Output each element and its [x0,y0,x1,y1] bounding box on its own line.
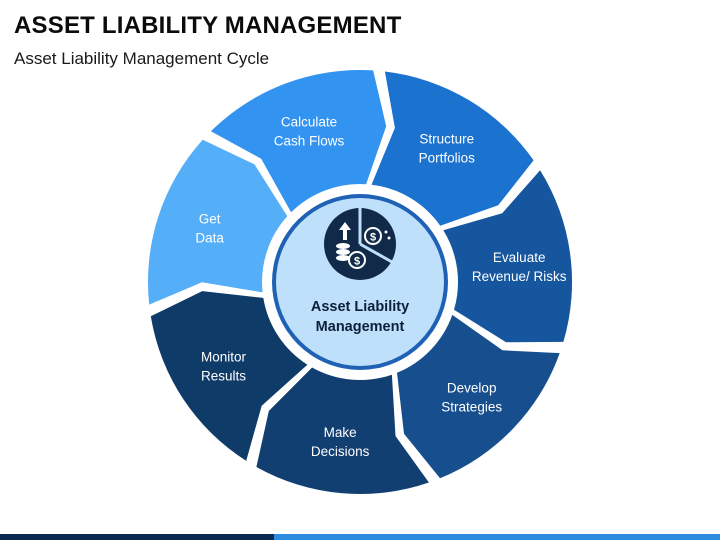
footer-bar-dark [0,534,274,540]
cycle-segments [147,69,573,495]
segment-label-line2: Data [195,230,224,245]
segment-label-line2: Results [201,368,246,383]
segment-label-line1: Make [324,425,357,440]
footer-bar [0,534,720,540]
footer-bar-light [273,534,720,540]
segment-label-line2: Decisions [311,444,370,459]
cycle-segment [150,291,308,461]
page-title: ASSET LIABILITY MANAGEMENT [14,12,402,39]
segment-label-line2: Cash Flows [274,133,345,148]
cycle-segment [371,71,534,226]
center-disc [276,198,444,366]
segment-label-line1: Calculate [281,114,337,129]
cycle-segment [397,314,560,479]
segment-label-line2: Revenue/ Risks [472,269,567,284]
center-label-line1: Asset Liability [311,299,409,315]
center-label-line2: Management [316,319,405,335]
svg-text:$: $ [370,232,376,244]
finance-icon: $ $ [324,208,396,280]
cycle-segment [256,367,429,495]
center-hub: $ $ Asset Liability Management [268,190,452,374]
cycle-segment [210,69,387,213]
svg-text:$: $ [354,256,360,268]
segment-label-line1: Get [199,211,221,226]
segment-label-line1: Evaluate [493,250,546,265]
segment-label-line1: Structure [419,132,474,147]
page-subtitle: Asset Liability Management Cycle [14,49,270,68]
segment-label-line1: Monitor [201,349,247,364]
segment-label-line2: Strategies [441,400,502,415]
segment-label-line2: Portfolios [419,151,476,166]
cycle-segment [147,139,288,305]
segment-label-line1: Develop [447,381,497,396]
cycle-segment [443,170,573,343]
